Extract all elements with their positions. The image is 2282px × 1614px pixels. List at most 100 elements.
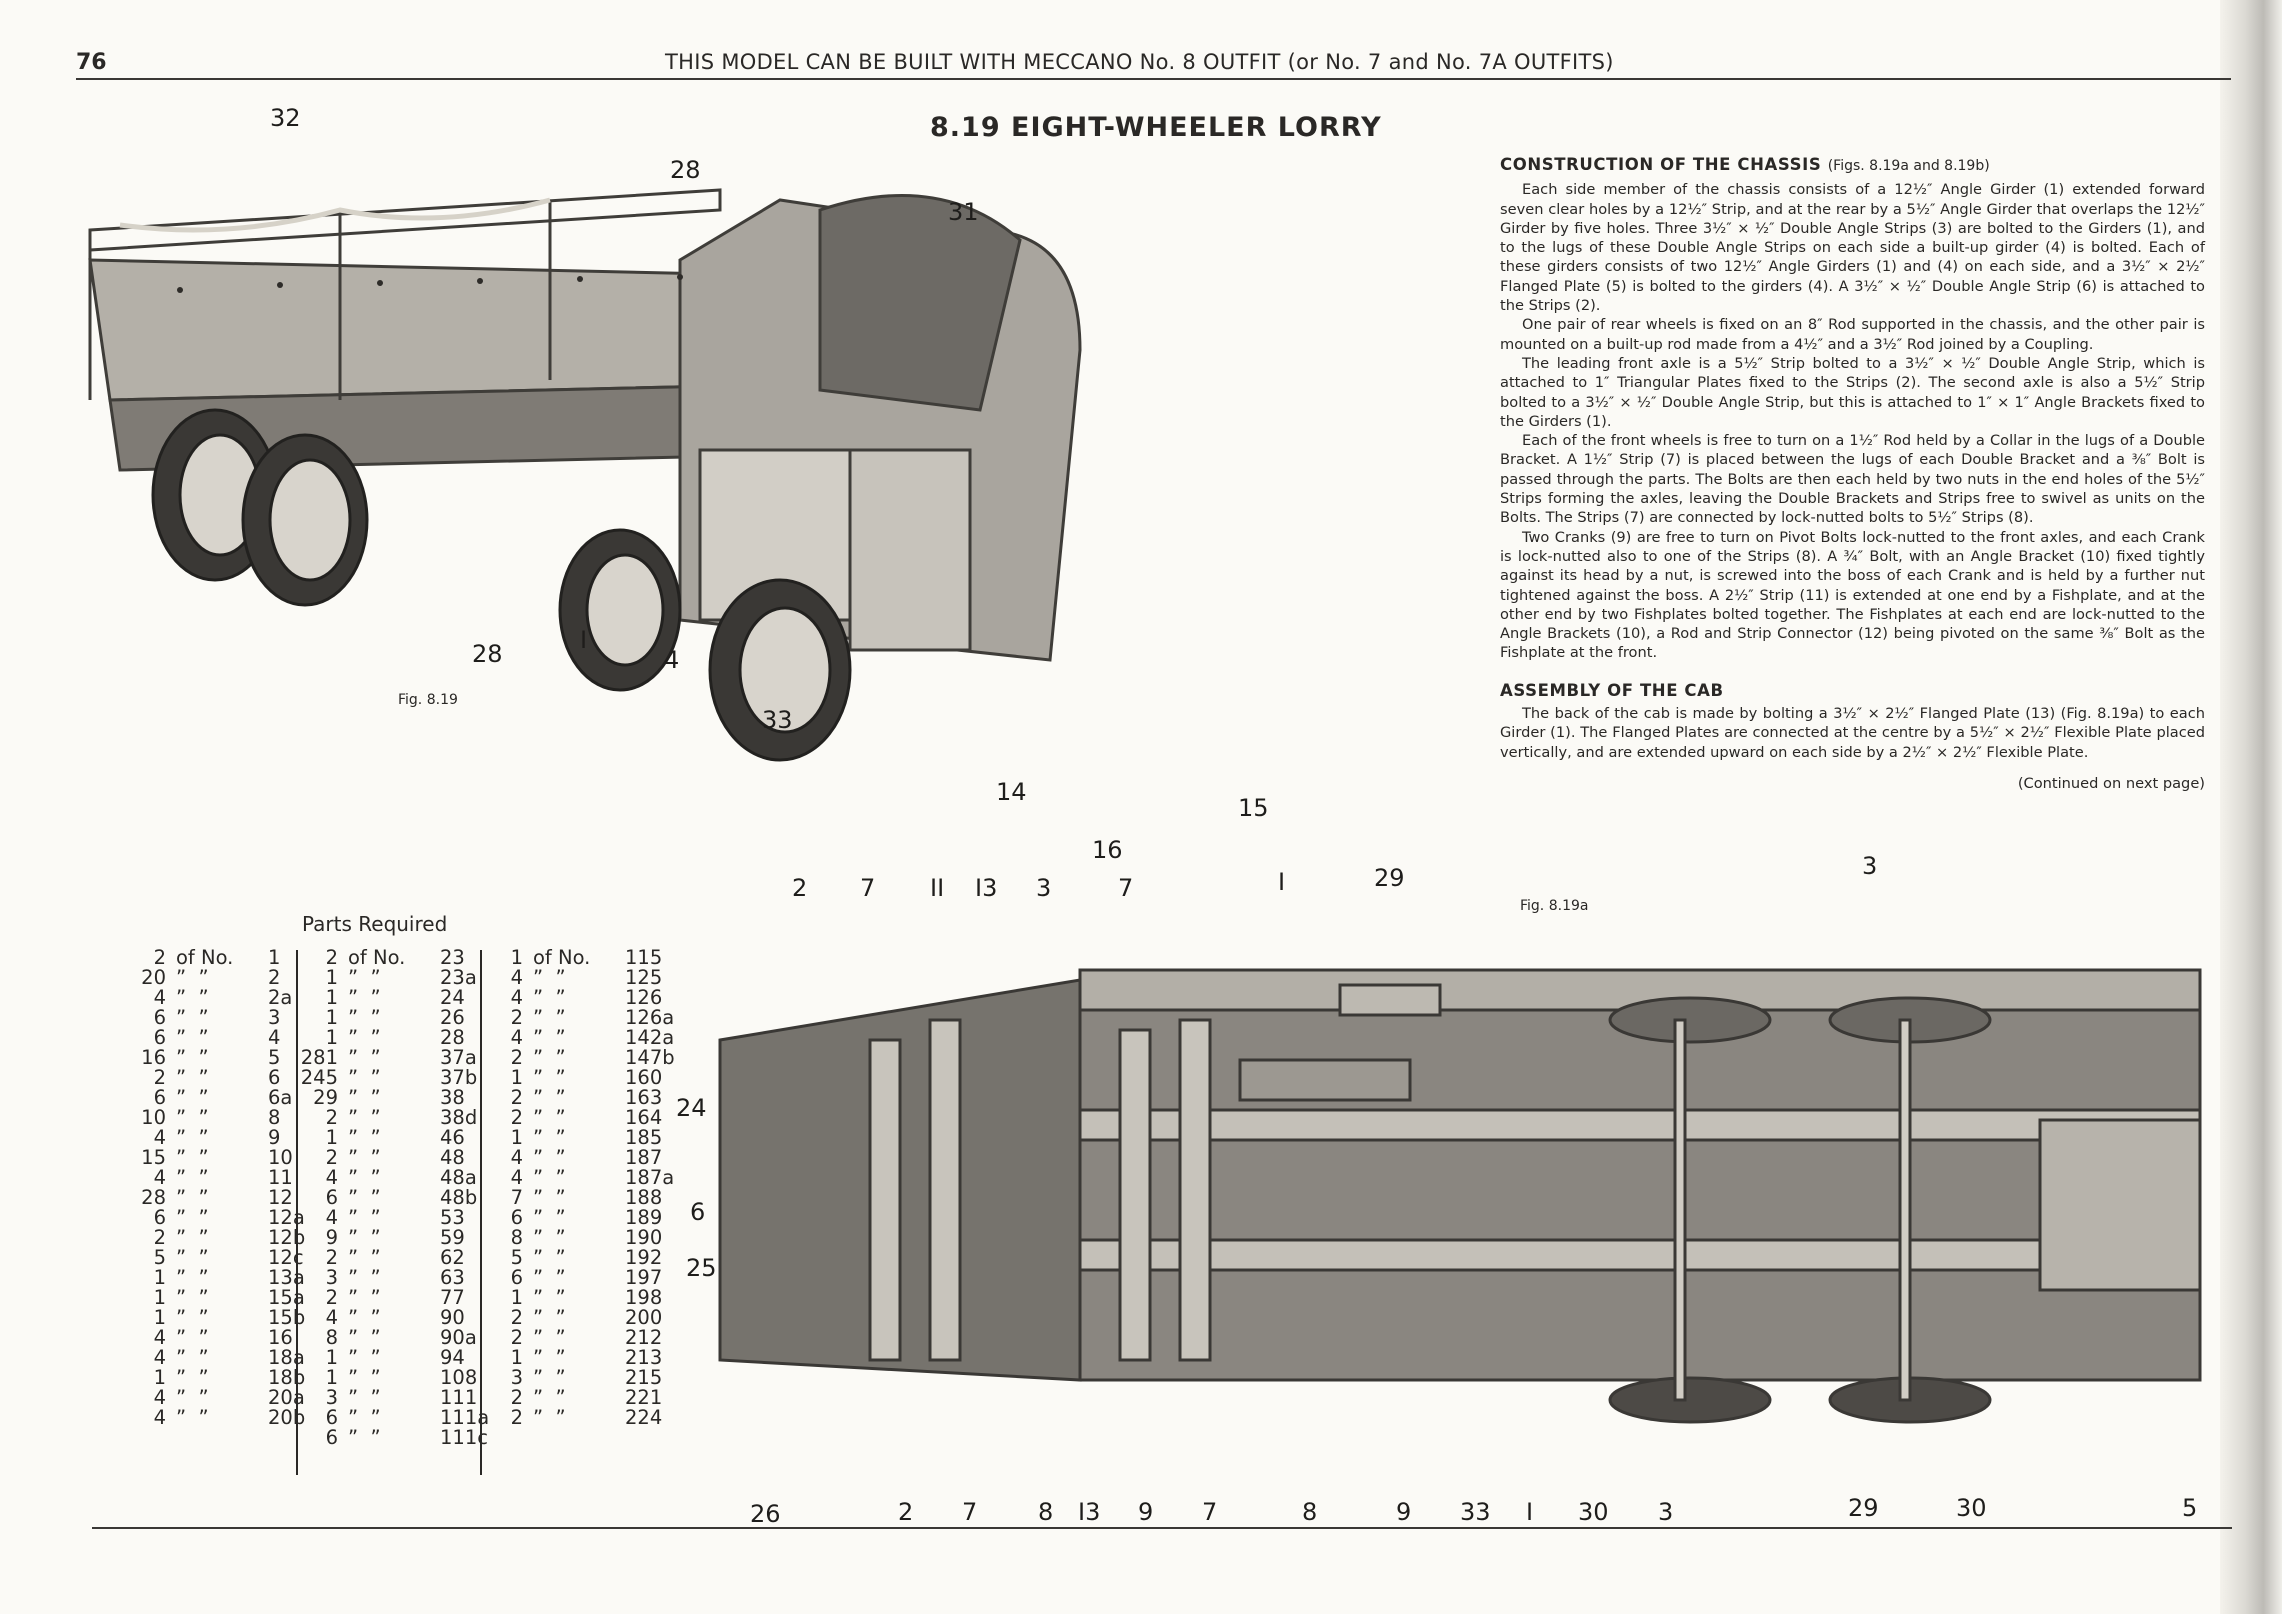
part-of-no: ” ” [348, 1126, 381, 1149]
parts-row: 1” ”24 [290, 988, 500, 1008]
parts-row: 29” ”38 [290, 1088, 500, 1108]
part-of-no: ” ” [533, 1326, 566, 1349]
part-quantity: 29 [313, 1086, 338, 1109]
part-of-no: ” ” [533, 1286, 566, 1309]
parts-row: 1” ”46 [290, 1128, 500, 1148]
part-quantity: 2 [510, 1046, 523, 1069]
part-number: 6 [268, 1066, 281, 1089]
part-quantity: 28 [141, 1186, 166, 1209]
callout: 3 [1658, 1498, 1674, 1526]
part-number: 15a [268, 1286, 305, 1309]
part-quantity: 1 [510, 1346, 523, 1369]
part-quantity: 6 [153, 1006, 166, 1029]
part-of-no: ” ” [348, 1006, 381, 1029]
part-of-no: ” ” [533, 1226, 566, 1249]
part-quantity: 5 [153, 1246, 166, 1269]
part-of-no: ” ” [533, 1026, 566, 1049]
callout: 2 [898, 1498, 914, 1526]
part-number: 3 [268, 1006, 281, 1029]
part-of-no: ” ” [348, 1046, 381, 1069]
callout: 28 [670, 156, 701, 184]
paragraph: Each side member of the chassis consists… [1500, 181, 2205, 315]
part-of-no: ” ” [176, 986, 209, 1009]
part-of-no: ” ” [176, 1166, 209, 1189]
part-quantity: 6 [325, 1406, 338, 1429]
part-quantity: 4 [153, 1326, 166, 1349]
parts-row: 6” ”48b [290, 1188, 500, 1208]
running-head: THIS MODEL CAN BE BUILT WITH MECCANO No.… [665, 50, 1614, 74]
part-of-no: ” ” [533, 1186, 566, 1209]
part-of-no: ” ” [348, 1086, 381, 1109]
callout: 9 [1138, 1498, 1154, 1526]
parts-row: 245” ”37b [290, 1068, 500, 1088]
part-number: 37a [440, 1046, 477, 1069]
part-quantity: 4 [153, 1386, 166, 1409]
part-of-no: ” ” [176, 1186, 209, 1209]
part-quantity: 1 [325, 1126, 338, 1149]
part-number: 59 [440, 1226, 465, 1249]
part-quantity: 4 [153, 1126, 166, 1149]
part-quantity: 3 [510, 1366, 523, 1389]
part-quantity: 4 [153, 1166, 166, 1189]
part-number: 187a [625, 1166, 675, 1189]
parts-row: 1” ”13a [118, 1268, 328, 1288]
parts-row: 6” ”4 [118, 1028, 328, 1048]
part-number: 111c [440, 1426, 488, 1449]
part-number: 164 [625, 1106, 663, 1129]
part-number: 8 [268, 1106, 281, 1129]
part-of-no: ” ” [533, 1146, 566, 1169]
callout: 3 [1036, 874, 1052, 902]
part-quantity: 8 [325, 1326, 338, 1349]
part-of-no: ” ” [176, 1366, 209, 1389]
part-quantity: 4 [510, 966, 523, 989]
part-number: 108 [440, 1366, 478, 1389]
part-quantity: 1 [325, 1346, 338, 1369]
part-number: 1 [268, 946, 281, 969]
part-quantity: 2 [510, 1006, 523, 1029]
part-of-no: ” ” [348, 1206, 381, 1229]
parts-row: 6” ”111a [290, 1408, 500, 1428]
callout: 16 [1092, 836, 1123, 864]
parts-row: 1” ”15a [118, 1288, 328, 1308]
callout: 29 [1848, 1494, 1879, 1522]
part-of-no: ” ” [533, 1266, 566, 1289]
column-divider [296, 950, 298, 1475]
figure-label-8-19: Fig. 8.19 [398, 692, 458, 708]
callout: 31 [948, 198, 979, 226]
part-of-no: ” ” [348, 1226, 381, 1249]
parts-row: 4” ”9 [118, 1128, 328, 1148]
parts-row: 4” ”48a [290, 1168, 500, 1188]
part-number: 126 [625, 986, 663, 1009]
page-number: 76 [76, 50, 107, 75]
part-quantity: 1 [510, 946, 523, 969]
part-quantity: 4 [153, 1346, 166, 1369]
part-number: 6a [268, 1086, 293, 1109]
part-quantity: 9 [325, 1226, 338, 1249]
parts-row: 2” ”77 [290, 1288, 500, 1308]
part-quantity: 4 [153, 1406, 166, 1429]
parts-row: 1” ”185 [475, 1128, 685, 1148]
part-quantity: 2 [325, 1146, 338, 1169]
parts-row: 2” ”164 [475, 1108, 685, 1128]
part-of-no: ” ” [176, 1266, 209, 1289]
parts-row: 7” ”188 [475, 1188, 685, 1208]
part-quantity: 4 [510, 1026, 523, 1049]
part-quantity: 1 [325, 1026, 338, 1049]
part-quantity: 1 [325, 1366, 338, 1389]
part-number: 12a [268, 1206, 305, 1229]
part-of-no: ” ” [533, 1386, 566, 1409]
book-binding-shadow [2220, 0, 2282, 1614]
parts-row: 1” ”213 [475, 1348, 685, 1368]
callout: 9 [1396, 1498, 1412, 1526]
parts-row: 2” ”126a [475, 1008, 685, 1028]
part-of-no: ” ” [348, 1186, 381, 1209]
part-of-no: ” ” [533, 1166, 566, 1189]
part-quantity: 6 [153, 1206, 166, 1229]
parts-row: 2” ”12b [118, 1228, 328, 1248]
part-quantity: 1 [153, 1366, 166, 1389]
part-number: 187 [625, 1146, 663, 1169]
callout: 14 [996, 778, 1027, 806]
part-number: 38d [440, 1106, 478, 1129]
callout: 4 [664, 646, 680, 674]
part-of-no: ” ” [348, 1106, 381, 1129]
